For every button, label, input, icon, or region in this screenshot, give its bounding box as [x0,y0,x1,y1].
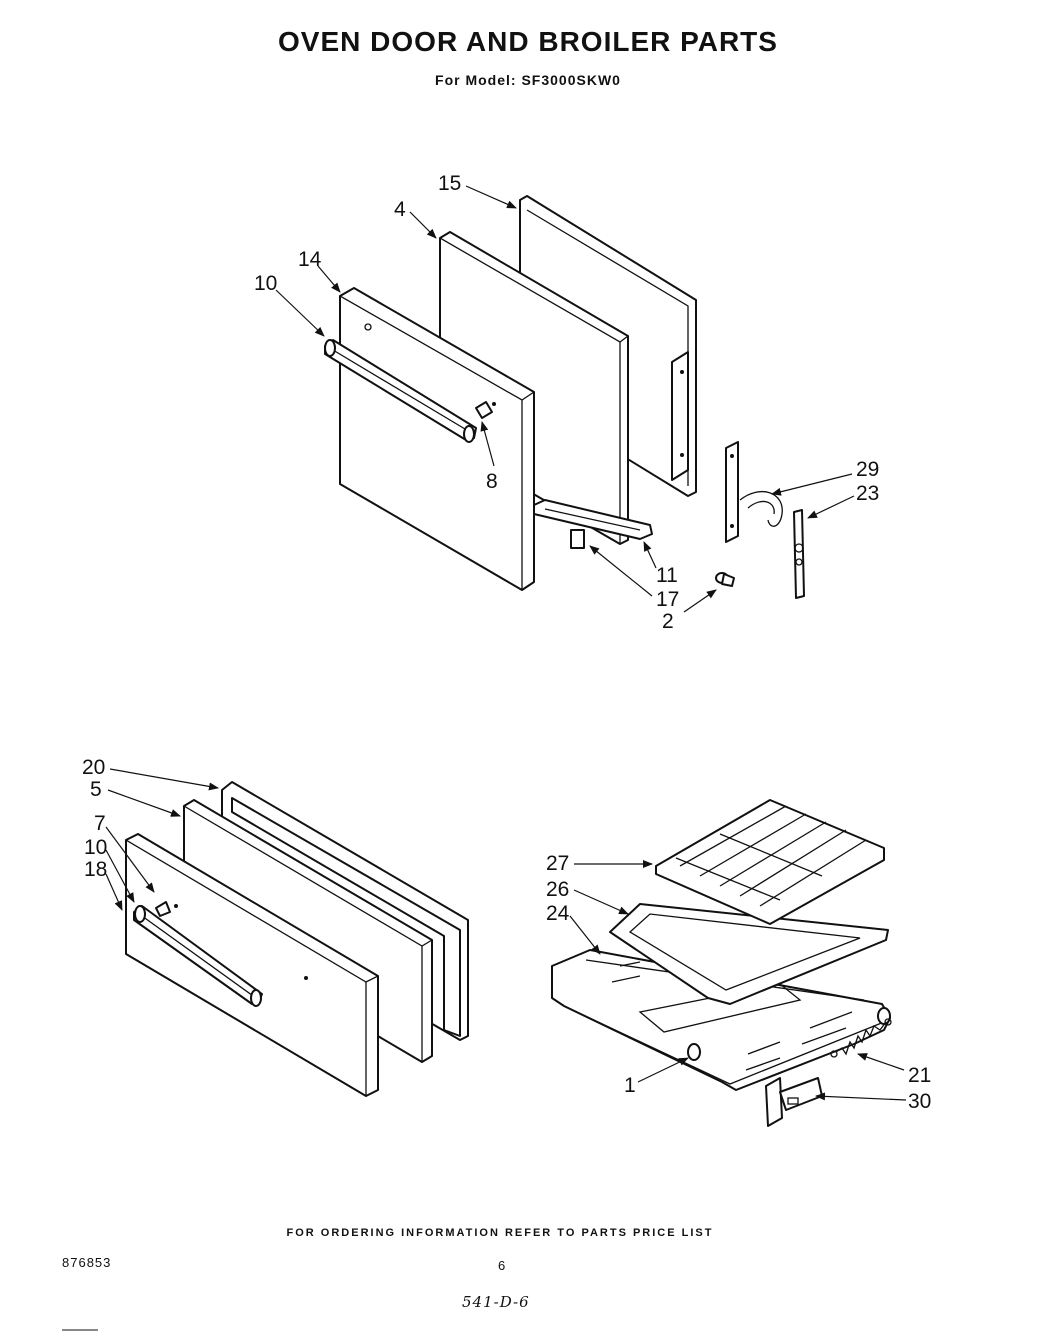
callout-27: 27 [546,852,569,875]
callout-30: 30 [908,1090,931,1113]
page-title: OVEN DOOR AND BROILER PARTS [278,26,778,57]
part-26-pan-insert [609,903,889,1005]
callout-26: 26 [546,878,569,901]
callout-labels: 15 4 14 10 8 29 23 11 17 2 20 5 7 10 18 … [82,172,931,1113]
part-8-screw [475,401,496,419]
callout-8: 8 [486,470,498,493]
callout-24: 24 [546,902,570,925]
part-27-broiler-grid [655,799,885,925]
callout-20: 20 [82,756,105,779]
callout-1: 1 [624,1074,636,1097]
callout-5: 5 [90,778,102,801]
part-2-bumper [715,572,735,587]
callout-4: 4 [394,198,406,221]
page-number: 6 [498,1258,506,1273]
part-24-broiler-pan [551,949,891,1091]
part-29-hinge [725,441,783,543]
callout-10-broiler-handle: 10 [84,836,107,859]
callout-2: 2 [662,610,674,633]
part-30-bracket [765,1077,823,1127]
model-subtitle: For Model: SF3000SKW0 [435,72,621,88]
part-23-hinge-arm [793,509,805,599]
callout-10-oven-handle: 10 [254,272,277,295]
part-10-door-handle [324,339,477,443]
oven-door-assembly [324,195,805,599]
callout-7: 7 [94,812,106,835]
part-7-screw [155,901,178,917]
part-21-spring [830,1018,892,1058]
part-17-clip [570,529,585,549]
broiler-pan-assembly [551,799,892,1127]
part-10-drawer-handle [133,905,263,1007]
callout-18: 18 [84,858,107,881]
callout-17: 17 [656,588,679,611]
ordering-note: FOR ORDERING INFORMATION REFER TO PARTS … [286,1227,714,1239]
callout-29: 29 [856,458,879,481]
callout-23: 23 [856,482,879,505]
callout-11: 11 [656,564,678,587]
callout-21: 21 [908,1064,931,1087]
document-number: 876853 [62,1255,112,1270]
handwritten-note: 541-D-6 [462,1293,530,1311]
broiler-door-assembly [124,781,469,1097]
callout-15: 15 [438,172,461,195]
part-18-drawer-outer-panel [124,833,379,1097]
callout-leaders [105,185,907,1101]
callout-14: 14 [298,248,322,271]
part-14-outer-door-panel [338,287,535,591]
